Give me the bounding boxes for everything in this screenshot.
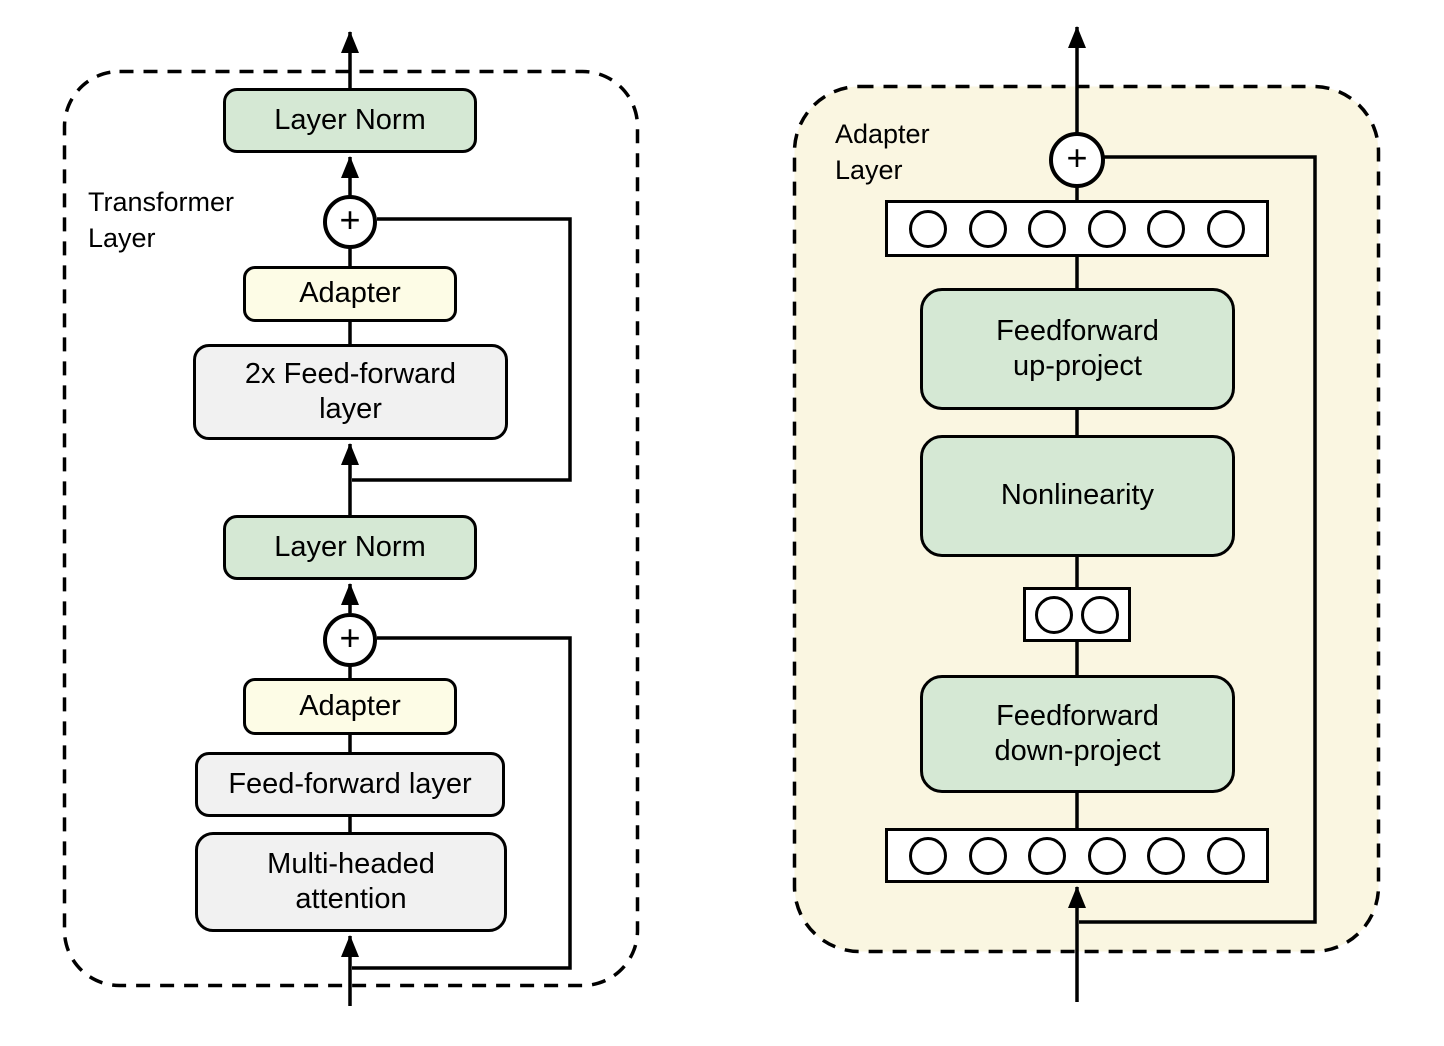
- add-node-bottom-left: +: [323, 613, 377, 667]
- feature-unit-circle: [1206, 209, 1245, 248]
- feature-unit-circle: [1147, 836, 1186, 875]
- skip-connection-adapter: [1079, 155, 1317, 924]
- feedforward-box: Feed-forward layer: [195, 752, 505, 817]
- add-node-top-left: +: [323, 195, 377, 249]
- input-feature-row: [885, 828, 1269, 883]
- feature-unit-circle: [1206, 836, 1245, 875]
- feedforward-up-project-box: Feedforward up-project: [920, 288, 1235, 410]
- skip-connection-bottom-left: [352, 636, 572, 970]
- feature-unit-circle: [1087, 836, 1126, 875]
- multi-headed-attention-box: Multi-headed attention: [195, 832, 507, 932]
- feature-unit-circle: [968, 836, 1007, 875]
- adapter-top-box: Adapter: [243, 266, 457, 322]
- layer-norm-top-box: Layer Norm: [223, 88, 477, 153]
- skip-connection-top-left: [352, 217, 572, 482]
- adapter-panel-label: Adapter Layer: [835, 119, 930, 186]
- feedforward-2x-box: 2x Feed-forward layer: [193, 344, 508, 440]
- feature-unit-circle: [909, 209, 948, 248]
- feature-unit-circle: [1034, 595, 1073, 634]
- layer-norm-mid-box: Layer Norm: [223, 515, 477, 580]
- bottleneck-feature-row: [1023, 587, 1131, 642]
- feedforward-down-project-box: Feedforward down-project: [920, 675, 1235, 793]
- feature-unit-circle: [1081, 595, 1120, 634]
- add-node-adapter: +: [1049, 132, 1105, 188]
- nonlinearity-box: Nonlinearity: [920, 435, 1235, 557]
- feature-unit-circle: [1028, 209, 1067, 248]
- feature-unit-circle: [968, 209, 1007, 248]
- feature-unit-circle: [1087, 209, 1126, 248]
- output-feature-row: [885, 200, 1269, 257]
- adapter-bottom-box: Adapter: [243, 678, 457, 735]
- feature-unit-circle: [1147, 209, 1186, 248]
- feature-unit-circle: [909, 836, 948, 875]
- transformer-panel-label: Transformer Layer: [88, 187, 235, 254]
- feature-unit-circle: [1028, 836, 1067, 875]
